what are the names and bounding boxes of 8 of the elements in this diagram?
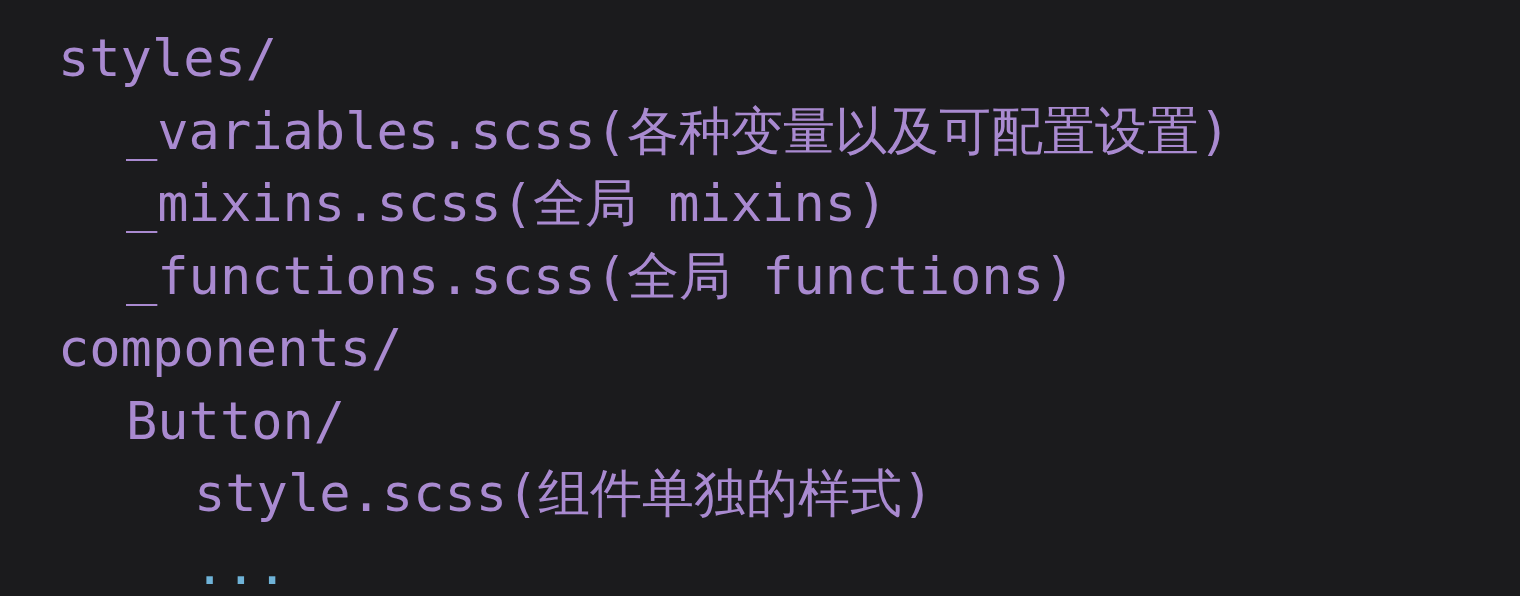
code-line: style.scss(组件单独的样式) bbox=[194, 463, 934, 523]
code-line: Button/ bbox=[126, 390, 346, 451]
code-line: _mixins.scss(全局 mixins) bbox=[126, 173, 888, 233]
code-line: styles/ bbox=[58, 28, 278, 88]
code-line: components/ bbox=[58, 318, 403, 378]
code-line: _variables.scss(各种变量以及可配置设置) bbox=[126, 100, 1231, 161]
code-line: ... bbox=[194, 535, 288, 596]
code-line: _functions.scss(全局 functions) bbox=[126, 245, 1076, 306]
